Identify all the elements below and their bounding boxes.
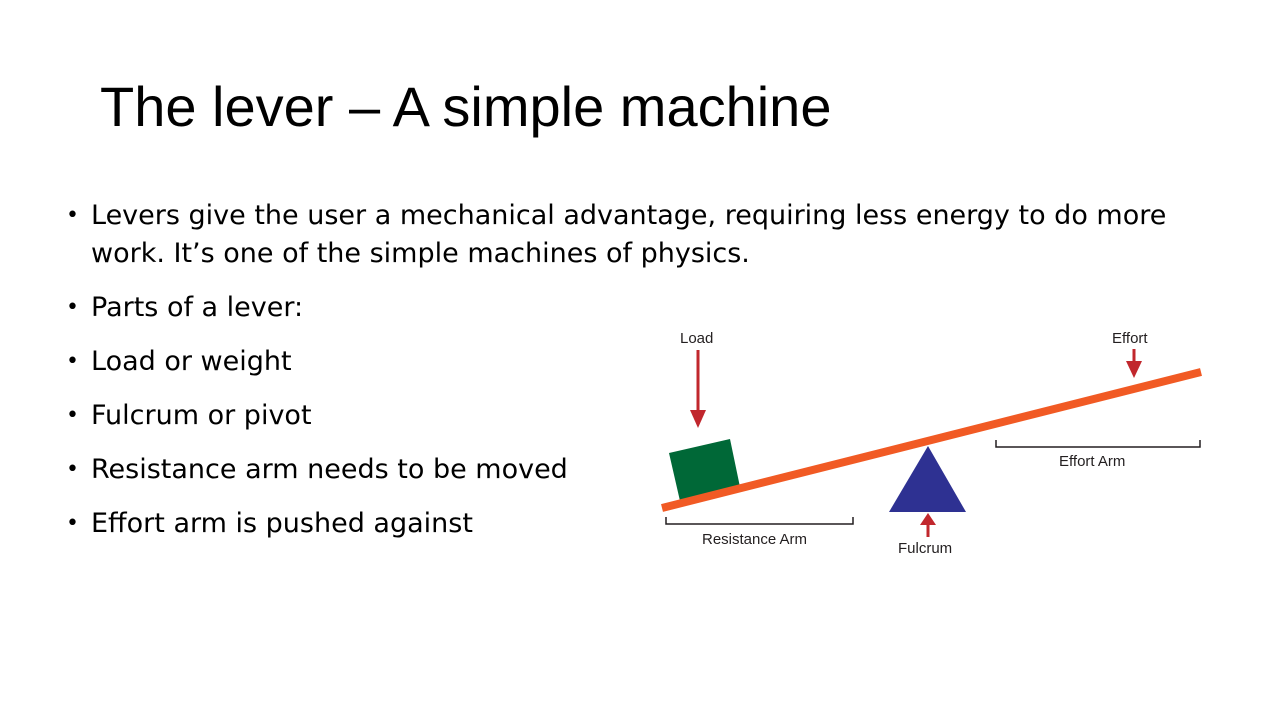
bullet-list: • Levers give the user a mechanical advan… — [66, 197, 1176, 559]
bullet-text: Levers give the user a mechanical advant… — [91, 200, 1167, 269]
slide-title: The lever – A simple machine — [100, 75, 832, 138]
lever-bar — [661, 368, 1202, 512]
load-label: Load — [680, 330, 713, 347]
fulcrum-triangle — [889, 446, 966, 512]
effort-arm-label: Effort Arm — [1059, 453, 1125, 470]
bullet-item: • Levers give the user a mechanical advan… — [66, 197, 1176, 273]
bullet-text: Parts of a lever: — [91, 292, 304, 323]
effort-label: Effort — [1112, 330, 1148, 347]
bullet-item: • Fulcrum or pivot — [66, 397, 671, 435]
bullet-text: Fulcrum or pivot — [91, 400, 312, 431]
bullet-item: • Load or weight — [66, 343, 671, 381]
bullet-text: Resistance arm needs to be moved — [91, 454, 568, 485]
bullet-text: Load or weight — [91, 346, 292, 377]
resistance-arm-label: Resistance Arm — [702, 531, 807, 548]
effort-arrow-icon — [1126, 349, 1142, 378]
bullet-item: • Effort arm is pushed against — [66, 505, 671, 543]
bullet-item: • Resistance arm needs to be moved — [66, 451, 671, 489]
fulcrum-arrow-icon — [920, 513, 936, 537]
bullet-icon: • — [66, 511, 79, 536]
load-block — [669, 439, 740, 501]
fulcrum-label: Fulcrum — [898, 540, 952, 557]
lever-diagram: Load Fulcrum Effort Effort Arm Resistanc… — [661, 330, 1202, 557]
bullet-icon: • — [66, 457, 79, 482]
bullet-item: • Parts of a lever: — [66, 289, 1176, 327]
bullet-icon: • — [66, 295, 79, 320]
load-arrow-icon — [690, 350, 706, 428]
bullet-icon: • — [66, 403, 79, 428]
bullet-icon: • — [66, 349, 79, 374]
bullet-text: Effort arm is pushed against — [91, 508, 473, 539]
bullet-icon: • — [66, 203, 79, 228]
resistance-arm-bracket — [665, 517, 854, 525]
effort-arm-bracket — [995, 440, 1201, 448]
